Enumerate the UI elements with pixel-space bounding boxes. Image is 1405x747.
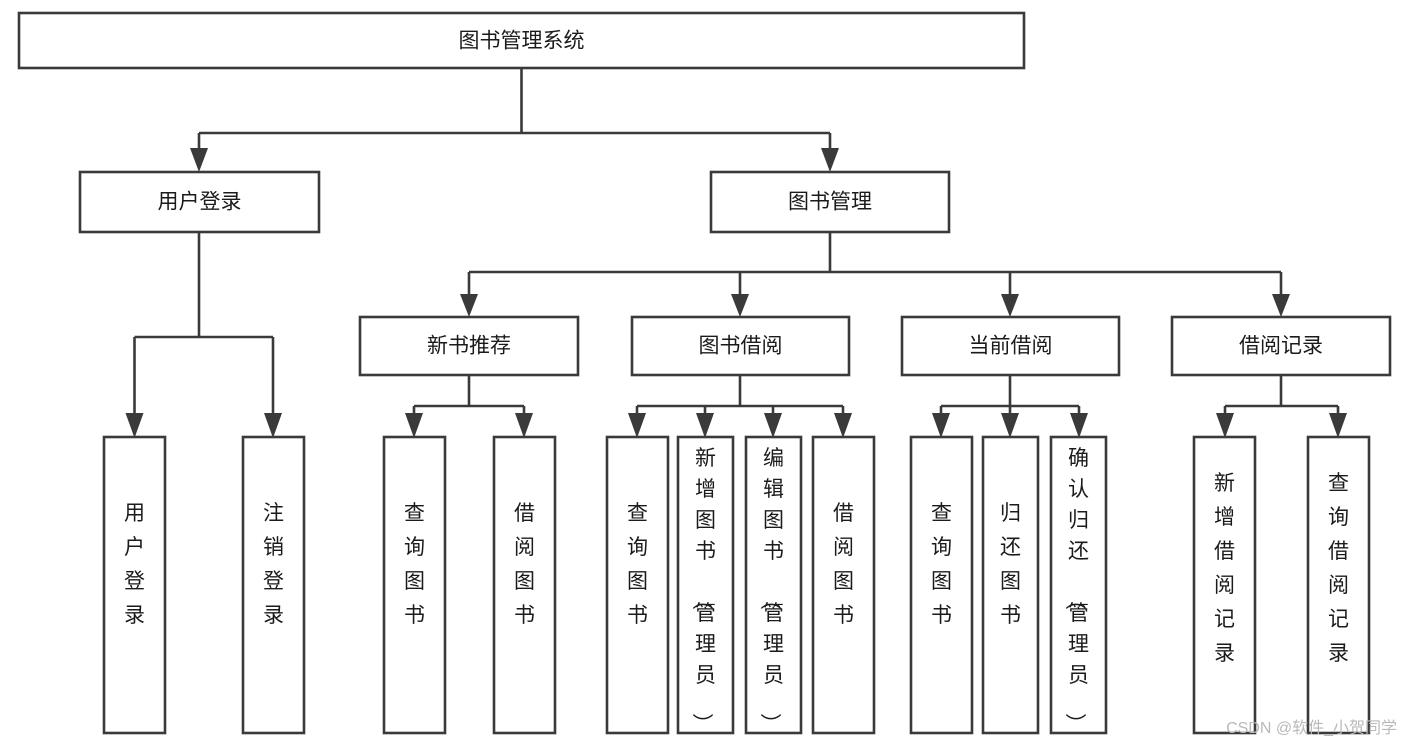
node-leaf-edit-book-box[interactable] [744,435,803,735]
node-user-login-box[interactable] [78,170,321,234]
arrowhead-leaf-query-book-3 [932,413,950,438]
node-leaf-edit-book-label: 编辑图书（管理员） [758,447,784,734]
node-leaf-confirm-return[interactable]: 确认归还（管理员） [1049,435,1108,735]
node-leaf-add-record-label: 新增借阅记录 [1214,472,1235,665]
node-leaf-user-login[interactable]: 用户登录 [102,435,167,735]
arrowhead-leaf-borrow-book-1 [515,413,533,438]
node-leaf-return-book-label: 归还图书 [1000,502,1021,627]
node-root-box[interactable] [17,11,1026,70]
node-leaf-add-book-label: 新增图书（管理员） [690,447,716,734]
node-leaf-borrow-book-2[interactable]: 借阅图书 [811,435,876,735]
arrowhead-leaf-user-login [125,413,144,438]
arrowhead-borrow-record [1272,294,1290,317]
node-leaf-query-book-2[interactable]: 查询图书 [605,435,670,735]
node-leaf-borrow-book-1-box[interactable] [492,435,557,735]
node-leaf-edit-book[interactable]: 编辑图书（管理员） [744,435,803,735]
node-root[interactable]: 图书管理系统 [17,11,1026,70]
arrowhead-user-login [190,148,208,172]
arrowhead-leaf-query-book-2 [628,413,646,438]
node-book-management-box[interactable] [709,170,951,234]
node-borrow-record[interactable]: 借阅记录 [1170,315,1392,377]
node-borrow-record-label: 借阅记录 [1239,335,1323,358]
node-current-borrow[interactable]: 当前借阅 [900,315,1121,377]
arrowhead-leaf-borrow-book-2 [834,413,852,438]
node-book-borrow-box[interactable] [630,315,851,377]
node-current-borrow-label: 当前借阅 [969,335,1053,358]
node-leaf-user-logout[interactable]: 注销登录 [241,435,306,735]
connector-layer [125,68,1347,438]
node-leaf-user-logout-box[interactable] [241,435,306,735]
arrowhead-leaf-add-book [696,413,714,438]
node-leaf-borrow-book-2-label: 借阅图书 [833,502,854,627]
node-leaf-add-record[interactable]: 新增借阅记录 [1192,435,1257,735]
arrowhead-book-management [821,148,839,172]
node-leaf-query-book-3-label: 查询图书 [931,502,952,627]
node-leaf-add-book-box[interactable] [676,435,735,735]
node-leaf-confirm-return-box[interactable] [1049,435,1108,735]
arrowhead-current-borrow [1001,294,1019,317]
node-leaf-return-book[interactable]: 归还图书 [981,435,1040,735]
node-leaf-query-book-3[interactable]: 查询图书 [909,435,974,735]
node-book-borrow-label: 图书借阅 [699,335,783,358]
node-leaf-add-book[interactable]: 新增图书（管理员） [676,435,735,735]
node-leaf-confirm-return-label: 确认归还（管理员） [1063,447,1089,734]
node-leaf-borrow-book-2-box[interactable] [811,435,876,735]
node-user-login-label: 用户登录 [158,191,242,214]
node-leaf-query-record[interactable]: 查询借阅记录 [1306,435,1371,735]
arrowhead-leaf-return-book [1001,413,1019,438]
node-new-book-recommend[interactable]: 新书推荐 [358,315,580,377]
node-new-book-recommend-label: 新书推荐 [427,335,511,358]
node-book-borrow[interactable]: 图书借阅 [630,315,851,377]
node-leaf-query-record-box[interactable] [1306,435,1371,735]
node-new-book-recommend-box[interactable] [358,315,580,377]
arrowhead-leaf-confirm-return [1070,413,1088,438]
node-leaf-query-book-3-box[interactable] [909,435,974,735]
node-leaf-query-book-2-label: 查询图书 [627,502,648,627]
node-user-login[interactable]: 用户登录 [78,170,321,234]
node-root-label: 图书管理系统 [459,30,585,53]
csdn-watermark: CSDN @软件_小贺同学 [1226,719,1397,737]
arrowhead-leaf-user-logout [264,413,282,438]
node-leaf-user-logout-label: 注销登录 [263,502,284,627]
node-leaf-query-book-1-label: 查询图书 [404,502,425,627]
arrowhead-new-book-recommend [460,294,478,317]
node-borrow-record-box[interactable] [1170,315,1392,377]
node-leaf-query-book-2-box[interactable] [605,435,670,735]
node-leaf-borrow-book-1-label: 借阅图书 [514,502,535,627]
node-current-borrow-box[interactable] [900,315,1121,377]
node-leaf-borrow-book-1[interactable]: 借阅图书 [492,435,557,735]
arrowhead-leaf-query-record [1329,413,1347,438]
node-leaf-query-book-1[interactable]: 查询图书 [382,435,447,735]
node-book-management[interactable]: 图书管理 [709,170,951,234]
arrowhead-leaf-edit-book [764,413,782,438]
arrowhead-book-borrow [731,294,749,317]
arrowhead-leaf-query-book-1 [405,413,423,438]
node-leaf-user-login-label: 用户登录 [124,502,145,627]
node-leaf-return-book-box[interactable] [981,435,1040,735]
node-leaf-user-login-box[interactable] [102,435,167,735]
node-leaf-add-record-box[interactable] [1192,435,1257,735]
node-leaf-query-record-label: 查询借阅记录 [1328,472,1349,665]
node-book-management-label: 图书管理 [788,191,872,214]
arrowhead-leaf-add-record [1216,413,1234,438]
node-leaf-query-book-1-box[interactable] [382,435,447,735]
